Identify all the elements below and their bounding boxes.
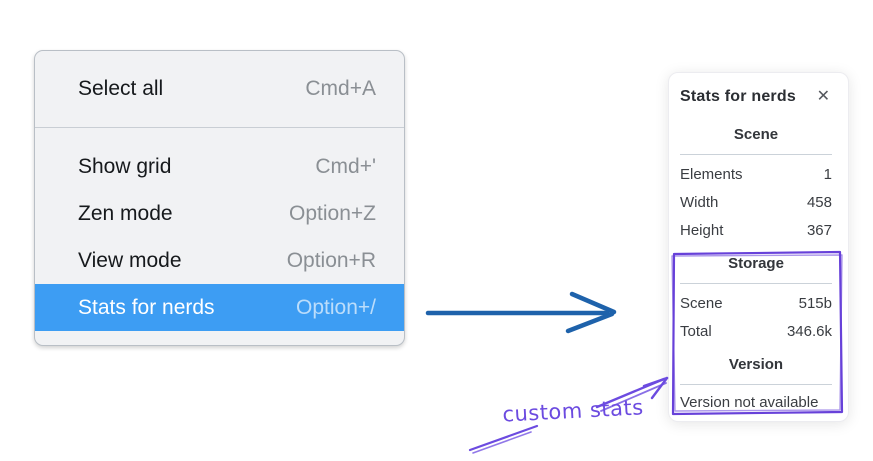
stat-label: Elements — [680, 166, 743, 183]
section-divider — [680, 283, 832, 284]
stat-value: 458 — [806, 194, 832, 211]
menu-separator — [35, 127, 404, 128]
stat-value: 1 — [823, 166, 832, 183]
section-heading-version: Version — [728, 356, 784, 373]
menu-item-shortcut: Option+Z — [289, 201, 376, 225]
annotation-label: custom stats — [501, 395, 645, 427]
menu-item-zen-mode[interactable]: Zen mode Option+Z — [35, 190, 404, 237]
stat-value: 367 — [806, 222, 832, 239]
close-icon[interactable]: ✕ — [816, 88, 830, 105]
annotation-underline-stroke — [468, 424, 539, 454]
stat-value: 515b — [798, 295, 832, 312]
stat-label: Total — [680, 323, 712, 340]
stat-label: Scene — [680, 295, 723, 312]
menu-item-label: Select all — [78, 76, 164, 100]
menu-item-select-all[interactable]: Select all Cmd+A — [35, 65, 404, 112]
stats-panel-title: Stats for nerds — [680, 88, 796, 105]
stat-row-elements: Elements 1 — [680, 161, 832, 189]
section-heading-storage: Storage — [728, 255, 784, 272]
section-divider — [680, 154, 832, 155]
pointer-arrow — [425, 291, 617, 334]
menu-item-view-mode[interactable]: View mode Option+R — [35, 237, 404, 284]
menu-item-label: Stats for nerds — [78, 295, 215, 319]
stat-row-total-storage: Total 346.6k — [680, 318, 832, 346]
menu-item-label: Zen mode — [78, 201, 173, 225]
menu-item-label: Show grid — [78, 154, 172, 178]
context-menu: Select all Cmd+A Show grid Cmd+' Zen mod… — [34, 50, 405, 346]
stat-row-scene-storage: Scene 515b — [680, 290, 832, 318]
menu-item-shortcut: Option+R — [286, 248, 376, 272]
stats-panel: Stats for nerds ✕ Scene Elements 1 Width… — [668, 72, 849, 422]
menu-item-shortcut: Option+/ — [296, 295, 376, 319]
menu-item-label: View mode — [78, 248, 182, 272]
menu-item-show-grid[interactable]: Show grid Cmd+' — [35, 143, 404, 190]
stat-row-width: Width 458 — [680, 189, 832, 217]
section-heading-scene: Scene — [733, 126, 779, 143]
stat-row-height: Height 367 — [680, 217, 832, 245]
stats-panel-header: Stats for nerds ✕ — [680, 86, 832, 108]
menu-item-shortcut: Cmd+A — [305, 76, 376, 100]
menu-item-stats-for-nerds[interactable]: Stats for nerds Option+/ — [35, 284, 404, 331]
section-divider — [680, 384, 832, 385]
stat-value: 346.6k — [786, 323, 832, 340]
stat-label: Height — [680, 222, 724, 239]
menu-item-shortcut: Cmd+' — [315, 154, 376, 178]
version-note: Version not available — [680, 394, 819, 411]
stat-label: Width — [680, 194, 719, 211]
